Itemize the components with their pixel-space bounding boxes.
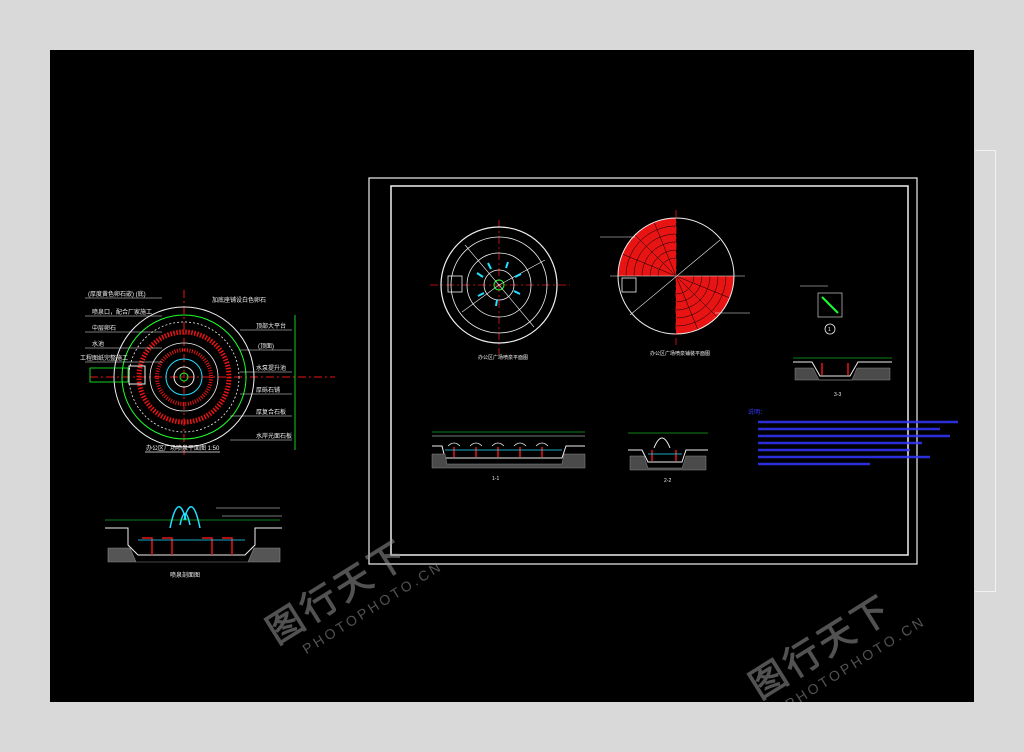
left-plan-callout: 工程图纸完整施工: [80, 354, 128, 362]
left-section-title: 喷泉剖面图: [170, 571, 200, 579]
left-fountain-section: 喷泉剖面图: [105, 506, 282, 579]
left-plan-callout: 水岸光面石板: [256, 432, 292, 440]
section-3-label: 3-3: [834, 392, 841, 398]
sheet-section-1: 1-1: [431, 431, 586, 482]
sheet-outer-border: [368, 177, 918, 565]
left-plan-callout: (顶面): [258, 343, 274, 350]
cad-drawing-canvas: (厚度黄色卵石嵌) (底) 喷泉口，配合厂家施工 中层卵石 水池 工程图纸完整施…: [50, 50, 974, 702]
left-plan-callout: 水池: [92, 340, 104, 348]
left-plan-callout: (厚度黄色卵石嵌) (底): [88, 290, 146, 298]
section-1-label: 1-1: [492, 476, 499, 482]
left-plan-callout: 水泵提升池: [256, 364, 286, 372]
cad-drawing: (厚度黄色卵石嵌) (底) 喷泉口，配合厂家施工 中层卵石 水池 工程图纸完整施…: [80, 177, 958, 579]
sheet-detail-1: 1: [800, 285, 843, 335]
left-plan-callout: 加底座铺设白色卵石: [212, 296, 266, 304]
left-plan-callout: 厚砾石铺: [256, 386, 280, 394]
sheet-section-3: 3-3: [793, 357, 892, 398]
sheet-notes: 说明：: [748, 408, 958, 466]
sheet-inner-border: [390, 185, 909, 556]
notes-heading: 说明：: [748, 408, 766, 416]
left-plan-callout: 顶部大平台: [256, 322, 286, 330]
left-plan-callout: 厚复合石板: [256, 408, 286, 416]
sheet-paving-plan: 办公区广场喷泉铺装平面图: [600, 210, 750, 357]
left-plan-callout: 喷泉口，配合厂家施工: [92, 308, 152, 316]
sheet-section-2: 2-2: [628, 432, 708, 484]
sheet-fountain-plan: 办公区广场喷泉平面图: [430, 220, 570, 361]
sheet-paving-title: 办公区广场喷泉铺装平面图: [650, 350, 710, 357]
left-fountain-plan: (厚度黄色卵石嵌) (底) 喷泉口，配合厂家施工 中层卵石 水池 工程图纸完整施…: [80, 290, 335, 455]
detail-marker-number: 1: [828, 327, 831, 333]
background-sheet-edge: [975, 150, 996, 592]
section-2-label: 2-2: [664, 478, 671, 484]
left-plan-callout: 中层卵石: [92, 324, 116, 332]
left-plan-title: 办公区广场喷泉平面图 1:50: [146, 444, 220, 452]
sheet-plan-title: 办公区广场喷泉平面图: [478, 354, 528, 361]
